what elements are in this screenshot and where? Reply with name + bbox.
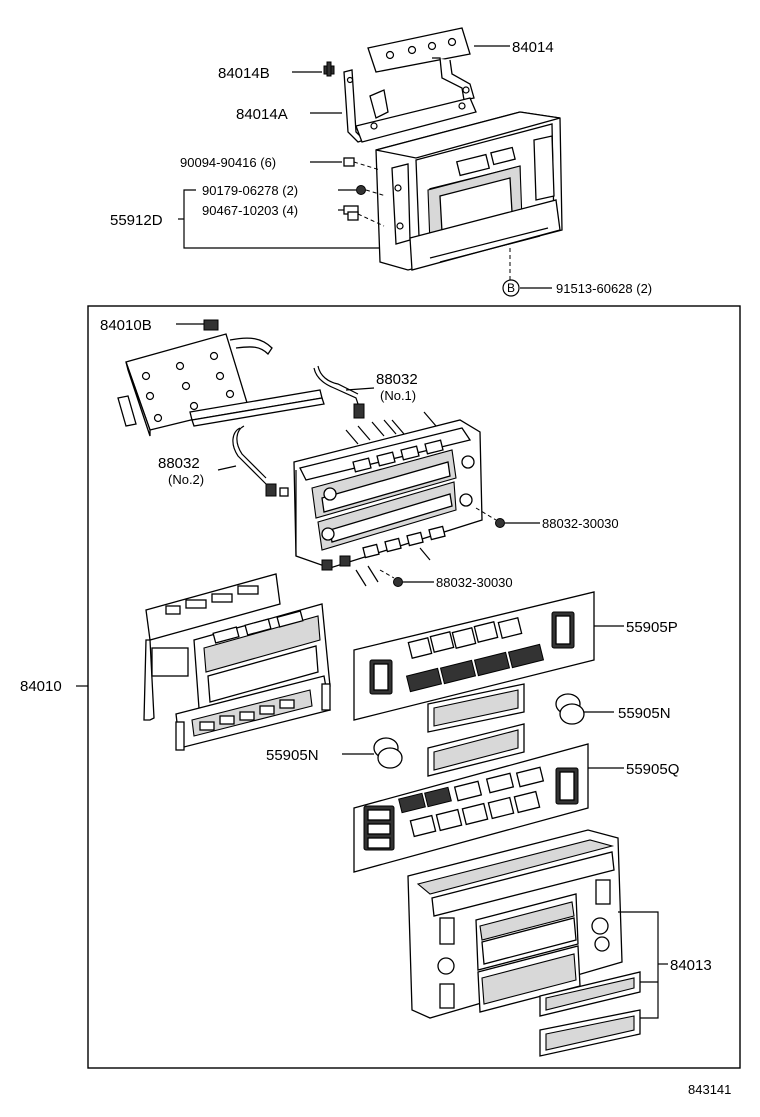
lens-plate-84013-a <box>539 971 641 1017</box>
label-88032-30030-b: 88032-30030 <box>436 575 513 590</box>
label-84013: 84013 <box>670 957 712 974</box>
nut-88032-30030-b <box>379 569 434 587</box>
rear-panel-lower <box>175 675 331 751</box>
label-84014: 84014 <box>512 39 554 56</box>
bulb-pins <box>345 411 437 587</box>
label-55905n-right: 55905N <box>618 705 671 722</box>
wire-harness-88032-no1 <box>313 365 365 419</box>
label-88032-30030-a: 88032-30030 <box>542 516 619 531</box>
circuit-board <box>117 333 273 437</box>
label-90467-10203: 90467-10203 (4) <box>202 203 298 218</box>
label-90094-90416: 90094-90416 (6) <box>180 155 276 170</box>
screw-90094 <box>343 157 381 171</box>
label-84014a: 84014A <box>236 106 288 123</box>
label-84014b: 84014B <box>218 65 270 82</box>
circle-b-marker: B <box>502 279 520 297</box>
display-lens-upper <box>427 683 525 733</box>
knob-55905n-left <box>342 737 403 769</box>
housing-55912d <box>375 111 563 271</box>
label-84010: 84010 <box>20 678 62 695</box>
label-88032-no2-sub: (No.2) <box>168 472 204 487</box>
label-55905p: 55905P <box>626 619 678 636</box>
switch-panel-55905p <box>353 591 595 721</box>
label-91513-60628: 91513-60628 (2) <box>556 281 652 296</box>
label-55912d: 55912D <box>110 212 163 229</box>
buttons-55905p-top <box>407 617 523 659</box>
label-55905n-left: 55905N <box>266 747 319 764</box>
display-lens-lower <box>427 723 525 777</box>
nut-88032-30030-a <box>475 507 540 528</box>
label-88032-no1: 88032 <box>376 371 418 388</box>
label-55905q: 55905Q <box>626 761 679 778</box>
control-unit <box>293 419 483 571</box>
assembly-84010-frame <box>87 305 741 1069</box>
clip-84010b <box>176 319 219 331</box>
switch-panel-55905q <box>353 743 589 873</box>
label-88032-no1-sub: (No.1) <box>380 388 416 403</box>
buttons-55905q <box>398 766 545 838</box>
lens-plate-84013-b <box>539 1009 641 1057</box>
buttons-55905p-bottom <box>405 643 545 693</box>
label-90179-06278: 90179-06278 (2) <box>202 183 298 198</box>
wire-harness-88032-no2 <box>232 425 289 497</box>
catalog-number: 843141 <box>688 1082 731 1097</box>
bracket-84014 <box>367 27 475 101</box>
bezel-84013 <box>407 829 623 1019</box>
clip-84014b <box>323 61 335 77</box>
label-84010b: 84010B <box>100 317 152 334</box>
circle-b-letter: B <box>507 281 515 295</box>
light-bar <box>189 389 325 427</box>
knob-55905n-right <box>555 693 614 725</box>
label-88032-no2: 88032 <box>158 455 200 472</box>
bracket-84014a <box>343 69 477 143</box>
nut-90179 <box>356 185 387 197</box>
